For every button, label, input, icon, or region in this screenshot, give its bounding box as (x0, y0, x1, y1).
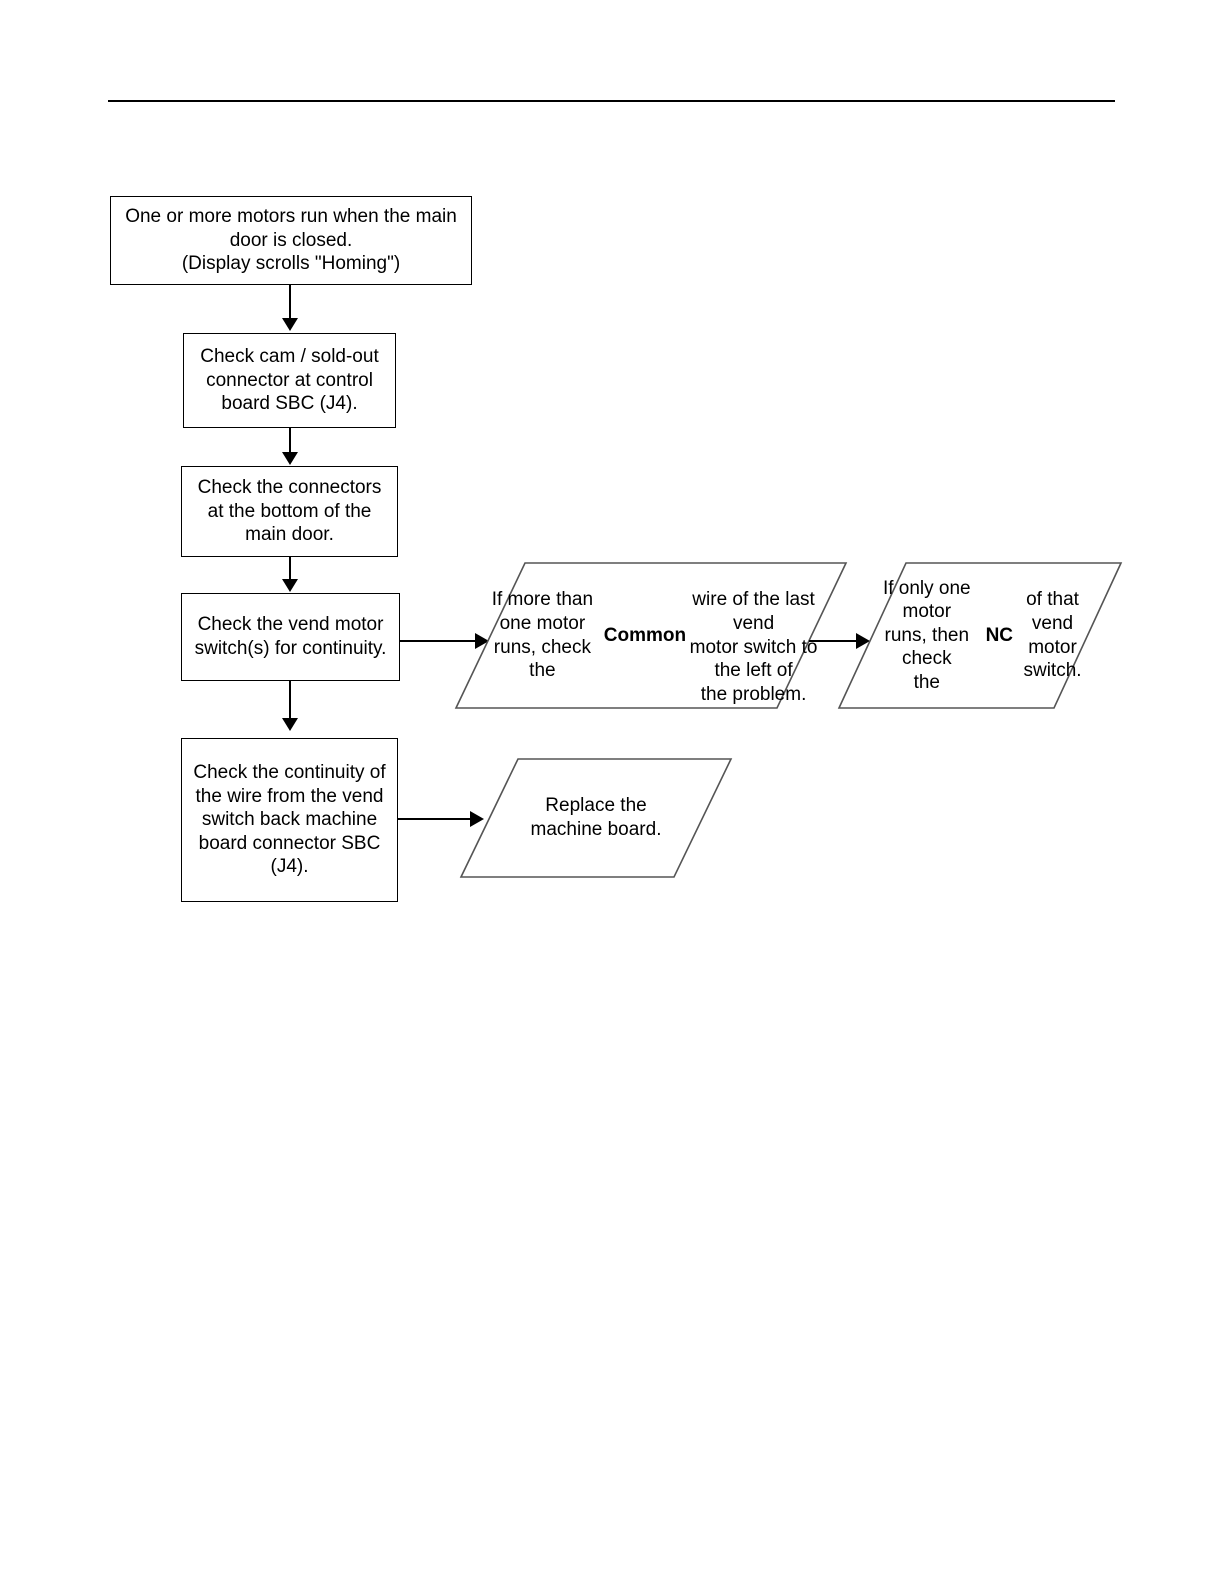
connector-door-connectors-to-vend-switch-line (289, 557, 291, 581)
connector-vend-switch-to-wire-continuity-line (289, 681, 291, 720)
flow-node-check-cam: Check cam / sold-out connector at contro… (183, 333, 396, 428)
flow-node-more-than-one-motor: If more than one motor runs, check the C… (454, 562, 848, 709)
flow-node-check-door-connectors-label: Check the connectors at the bottom of th… (197, 477, 382, 546)
flow-node-check-door-connectors: Check the connectors at the bottom of th… (181, 466, 398, 557)
flow-node-replace-board: Replace the machine board. (459, 758, 733, 878)
flow-node-check-cam-label: Check cam / sold-out connector at contro… (200, 346, 379, 415)
connector-wire-continuity-to-replace-board-arrow (470, 811, 484, 827)
connector-start-to-check-cam-arrow (282, 318, 298, 331)
connector-vend-switch-to-wire-continuity-arrow (282, 718, 298, 731)
flow-node-more-than-one-motor-label: If more than one motor runs, check the C… (491, 589, 818, 705)
connector-check-cam-to-door-connectors-arrow (282, 452, 298, 465)
connector-vend-switch-to-more-than-one-motor-line (400, 640, 477, 642)
header-rule (108, 100, 1115, 102)
flow-node-only-one-motor: If only one motor runs, then check the N… (837, 562, 1123, 709)
parallelogram-shape-1 (454, 562, 848, 709)
flow-node-check-wire-continuity-label: Check the continuity of the wire from th… (193, 762, 386, 878)
connector-more-than-one-motor-to-only-one-motor-arrow (856, 633, 870, 649)
connector-wire-continuity-to-replace-board-line (398, 818, 472, 820)
connector-start-to-check-cam-line (289, 285, 291, 319)
flow-node-check-wire-continuity: Check the continuity of the wire from th… (181, 738, 398, 902)
connector-check-cam-to-door-connectors-line (289, 428, 291, 454)
flow-node-replace-board-label: Replace the machine board. (530, 795, 662, 840)
parallelogram-shape-3 (459, 758, 733, 878)
flow-node-start: One or more motors run when the main doo… (110, 196, 472, 285)
connector-door-connectors-to-vend-switch-arrow (282, 579, 298, 592)
flow-node-check-vend-switch: Check the vend motor switch(s) for conti… (181, 593, 400, 681)
flow-node-start-label: One or more motors run when the main doo… (125, 206, 457, 275)
connector-more-than-one-motor-to-only-one-motor-line (809, 640, 863, 642)
parallelogram-shape-2 (837, 562, 1123, 709)
flow-node-check-vend-switch-label: Check the vend motor switch(s) for conti… (194, 614, 387, 659)
flow-node-only-one-motor-label: If only one motor runs, then check the N… (882, 577, 1082, 693)
